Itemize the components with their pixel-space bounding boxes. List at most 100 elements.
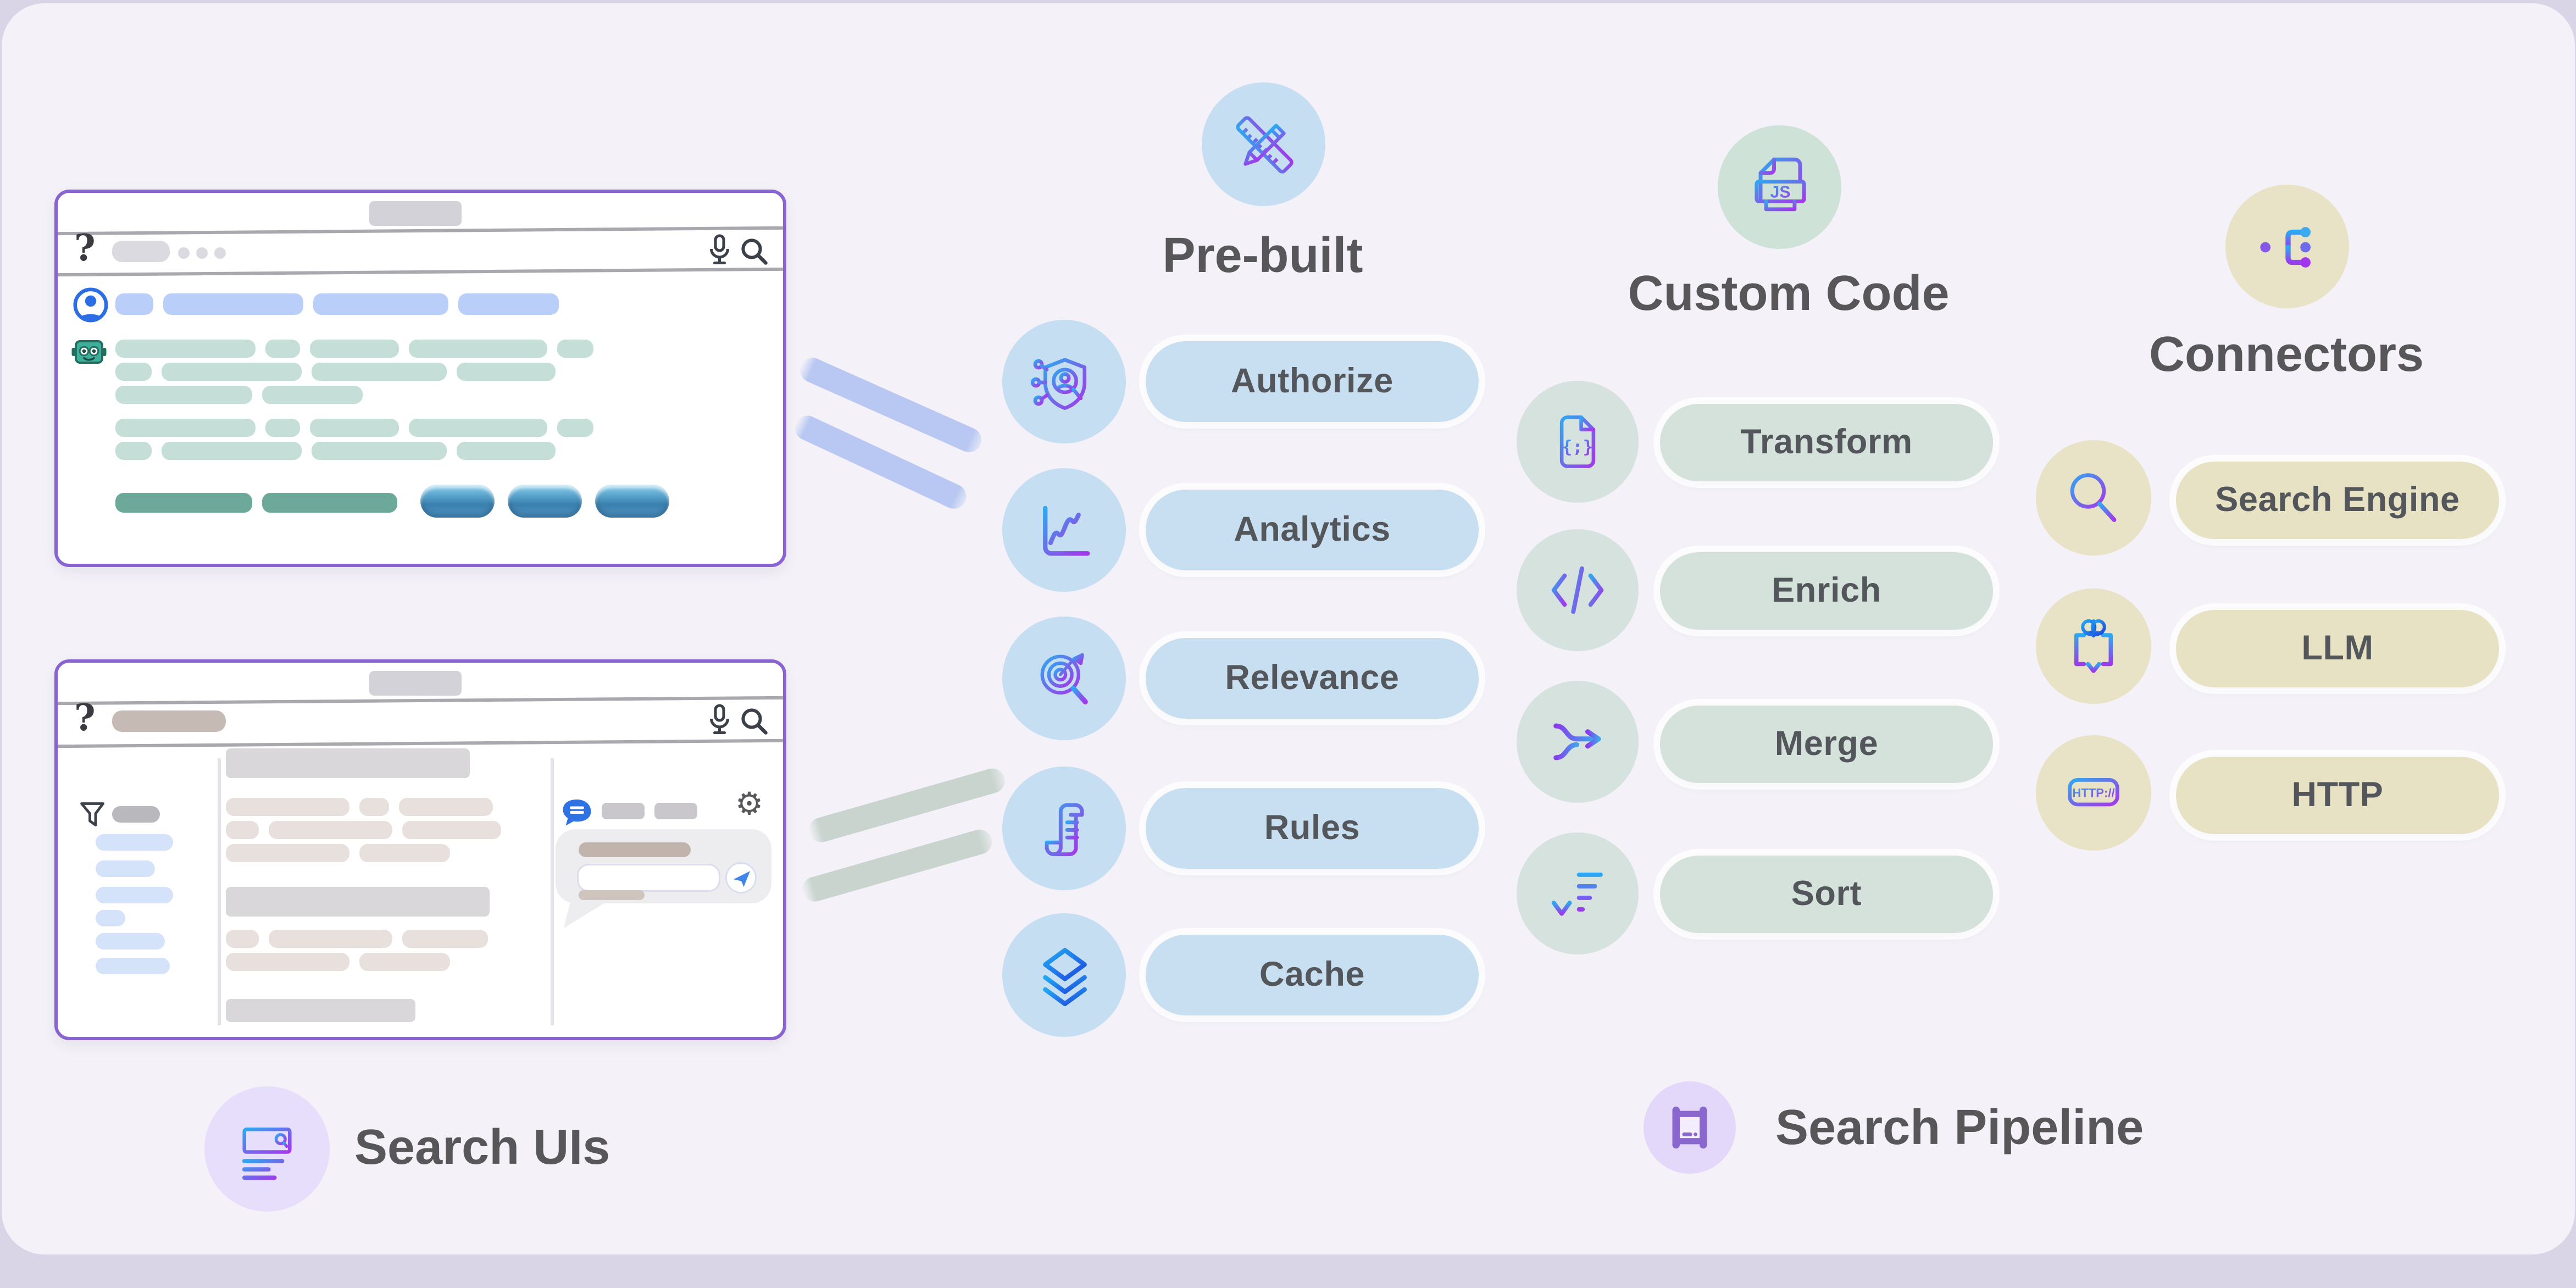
skeleton-bar (310, 340, 399, 358)
skeleton-bar (115, 419, 256, 437)
skeleton-bar (409, 340, 547, 358)
skeleton-bar (313, 293, 448, 315)
skeleton-bar (115, 340, 256, 358)
http-badge-icon: HTTP:// (2068, 778, 2119, 813)
custom-item-enrich: Enrich (1660, 552, 1993, 630)
column-title-connectors: Connectors (2148, 328, 2424, 382)
skeleton-bar (262, 386, 363, 404)
browser-tab (369, 201, 462, 226)
skeleton-bar (115, 363, 152, 381)
svg-text:{;}: {;} (1562, 437, 1594, 457)
connector-tree-icon (2259, 226, 2310, 267)
connector-item-llm: LLM (2176, 610, 2499, 687)
authorize-circle (1002, 320, 1126, 443)
relevance-circle (1002, 617, 1126, 740)
custom-code-header-circle: JS (1718, 125, 1841, 249)
merge-circle (1517, 681, 1639, 803)
skeleton-bar (312, 442, 447, 460)
sort-descending-icon (1551, 869, 1603, 916)
skeleton-bar (312, 363, 447, 381)
skeleton-bar (265, 340, 300, 358)
search-pipeline-circle (1644, 1081, 1736, 1174)
rules-circle (1002, 767, 1126, 890)
skeleton-bar (269, 821, 392, 839)
gear-icon: ⚙ (735, 788, 764, 823)
query-placeholder: ? (74, 697, 96, 740)
assistant-bubble (556, 829, 771, 928)
search-ui-mockup-results: ? (54, 659, 786, 1040)
enrich-circle (1517, 529, 1639, 651)
robot-icon (71, 340, 107, 364)
facet-skeleton (96, 933, 165, 950)
result-title-skeleton (226, 999, 415, 1022)
search-icon (741, 708, 768, 735)
transform-circle: {;} (1517, 381, 1639, 503)
skeleton-bar (359, 798, 389, 816)
search-box-icon (242, 1127, 292, 1180)
skeleton-bar (226, 953, 349, 971)
typing-dot (196, 247, 208, 259)
skeleton-bar (226, 844, 349, 862)
merge-arrows-icon (1553, 723, 1601, 760)
search-input-skeleton (112, 710, 226, 732)
skeleton-bar-accent (115, 493, 252, 513)
cache-circle (1002, 913, 1126, 1037)
skeleton-bar (359, 953, 450, 971)
prebuilt-item-authorize: Authorize (1146, 341, 1479, 422)
search-engine-circle (2036, 440, 2151, 556)
column-divider (218, 758, 221, 1025)
facet-skeleton (96, 834, 173, 851)
user-avatar-icon (73, 287, 108, 323)
custom-item-merge: Merge (1660, 706, 1993, 783)
skeleton-bar (265, 419, 300, 437)
facet-skeleton (96, 910, 125, 926)
connectors-header-circle (2225, 185, 2349, 308)
skeleton-bar (399, 798, 493, 816)
prebuilt-item-analytics: Analytics (1146, 490, 1479, 570)
skeleton-bar (654, 803, 697, 819)
skeleton-bar (579, 890, 645, 900)
custom-item-sort: Sort (1660, 856, 1993, 933)
llm-circle (2036, 589, 2151, 704)
pencil-ruler-icon (1235, 115, 1293, 173)
skeleton-bar (226, 930, 259, 948)
typing-dot (214, 247, 226, 259)
skeleton-bar (557, 340, 593, 358)
divider (57, 226, 784, 236)
prebuilt-item-rules: Rules (1146, 788, 1479, 869)
shield-user-icon (1030, 357, 1086, 409)
facet-skeleton (96, 860, 155, 877)
facet-skeleton (96, 887, 173, 903)
skeleton-bar (115, 386, 252, 404)
skeleton-bar (457, 363, 556, 381)
skeleton-bar (557, 419, 593, 437)
svg-text:JS: JS (1769, 182, 1790, 201)
send-button-icon (725, 862, 757, 893)
skeleton-bar (162, 363, 302, 381)
skeleton-bar (359, 844, 450, 862)
skeleton-bar (579, 842, 691, 857)
skeleton-bar (402, 821, 501, 839)
skeleton-bar (163, 293, 303, 315)
search-icon (741, 238, 768, 265)
skeleton-bar (457, 442, 556, 460)
line-chart-icon (1042, 505, 1089, 555)
skeleton-bar (115, 442, 152, 460)
skeleton-bar (458, 293, 559, 315)
sort-circle (1517, 832, 1639, 954)
magnifier-icon (2070, 473, 2117, 522)
skeleton-bar (310, 419, 399, 437)
layers-icon (1042, 947, 1086, 1006)
prebuilt-item-relevance: Relevance (1146, 638, 1479, 719)
analytics-circle (1002, 468, 1126, 592)
search-ui-mockup-chat: ? (54, 190, 786, 567)
file-braces-icon: {;} (1559, 415, 1596, 468)
column-title-prebuilt: Pre-built (1162, 229, 1363, 284)
divider (57, 267, 784, 277)
skeleton-bar (226, 821, 259, 839)
code-tags-icon (1551, 566, 1604, 614)
skeleton-bar-accent (262, 493, 397, 513)
skeleton-bar (602, 803, 645, 819)
custom-item-transform: Transform (1660, 404, 1993, 481)
